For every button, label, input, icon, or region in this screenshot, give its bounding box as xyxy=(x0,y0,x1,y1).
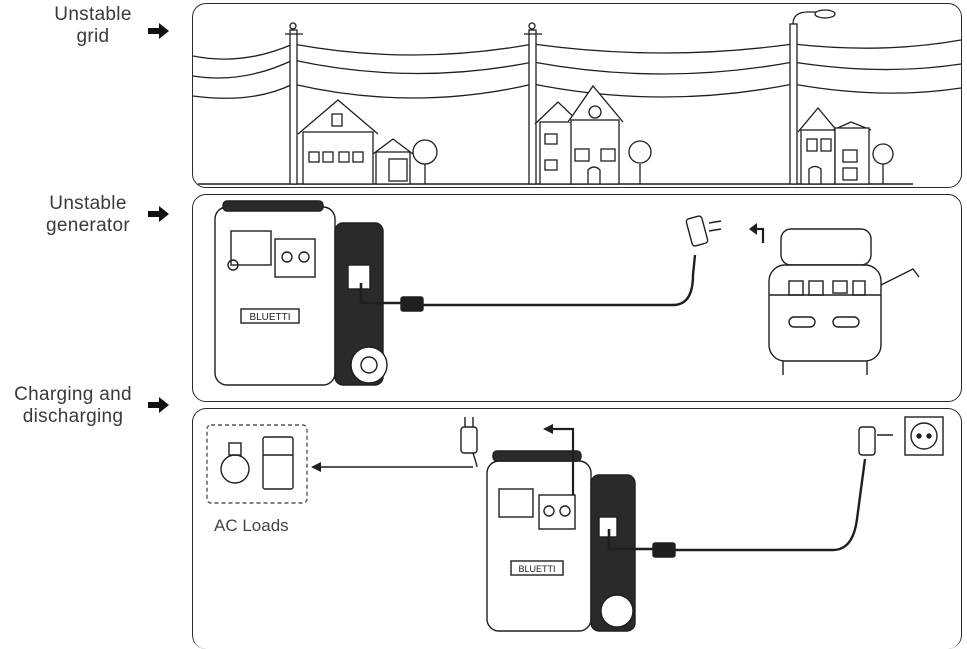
brand-label-charging: BLUETTI xyxy=(518,564,555,574)
utility-pole-icon xyxy=(524,23,542,184)
wall-socket-icon xyxy=(905,417,943,455)
house-icon xyxy=(535,86,623,184)
house-icon xyxy=(798,108,871,184)
generator-panel: BLUETTI xyxy=(192,194,962,402)
ac-plug-icon xyxy=(461,417,477,453)
charging-scene: BLUETTI xyxy=(193,409,961,644)
ac-plug-icon xyxy=(859,427,893,455)
row-label-charging-discharging: Charging and discharging xyxy=(0,384,146,428)
power-station-icon: BLUETTI xyxy=(487,451,635,631)
arrow-right-icon xyxy=(148,206,170,222)
ac-loads-label: AC Loads xyxy=(214,516,289,536)
brand-label-generator: BLUETTI xyxy=(249,312,290,323)
house-icon xyxy=(298,100,413,184)
charging-panel: BLUETTI xyxy=(192,408,962,649)
arrow-right-icon xyxy=(148,23,170,39)
tree-icon xyxy=(873,144,893,184)
grid-panel xyxy=(192,3,962,188)
refrigerator-icon xyxy=(263,437,293,489)
ac-plug-icon xyxy=(686,215,721,246)
grid-scene xyxy=(193,4,961,187)
row-label-unstable-grid: Unstable grid xyxy=(28,4,158,48)
generator-icon xyxy=(769,229,919,375)
generator-scene: BLUETTI xyxy=(193,195,961,401)
light-bulb-icon xyxy=(221,443,249,483)
tree-icon xyxy=(413,140,437,184)
row-label-unstable-generator: Unstable generator xyxy=(18,193,158,237)
tree-icon xyxy=(629,141,651,184)
arrow-right-icon xyxy=(148,397,170,413)
utility-pole-icon xyxy=(285,23,303,184)
